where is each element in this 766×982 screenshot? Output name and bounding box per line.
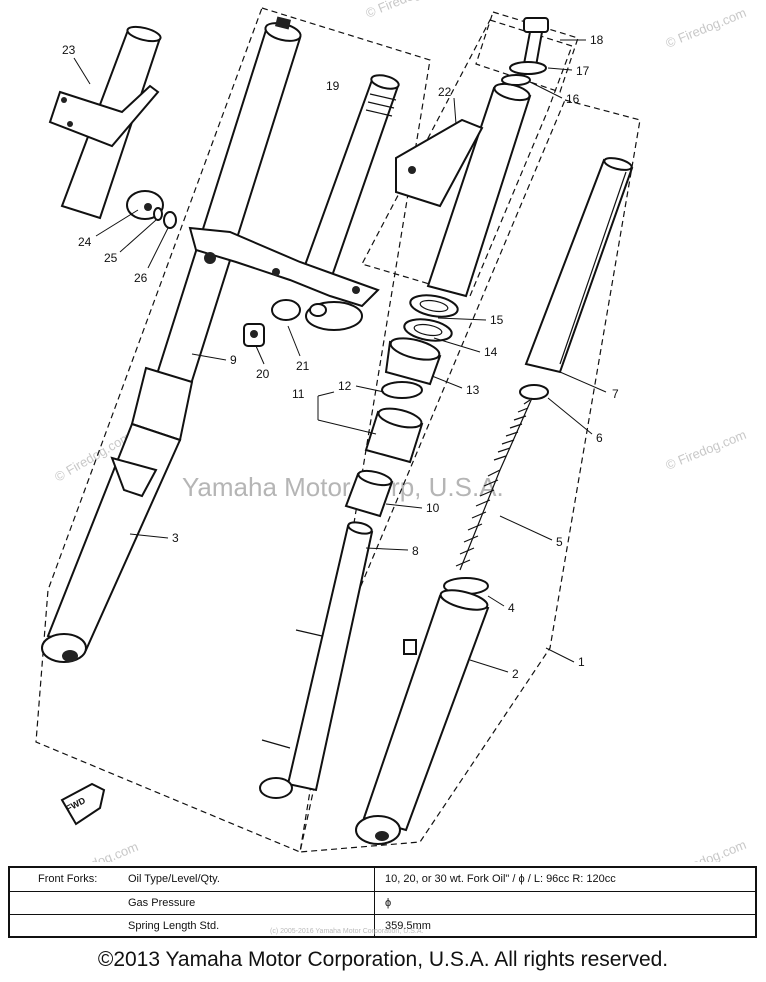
part-20-21-clamp-bolt: [243, 299, 363, 347]
part-number-2: 2: [512, 667, 519, 681]
part-number-4: 4: [508, 601, 515, 615]
watermark-table: (c) 2005-2016 Yamaha Motor Corporation, …: [270, 928, 424, 935]
part-number-19: 19: [326, 79, 340, 93]
part-2-lower-fork-leg: [355, 589, 490, 845]
part-number-13: 13: [466, 383, 480, 397]
part-number-21: 21: [296, 359, 310, 373]
copyright-footer: ©2013 Yamaha Motor Corporation, U.S.A. A…: [97, 948, 669, 971]
part-number-24: 24: [78, 235, 92, 249]
part-number-5: 5: [556, 535, 563, 549]
spec-value-oil: 10, 20, or 30 wt. Fork Oil" / ϕ / L: 96c…: [385, 873, 616, 885]
part-3-lower-fork-leg: [41, 366, 194, 663]
spec-label-gas: Gas Pressure: [128, 897, 196, 909]
part-number-20: 20: [256, 367, 270, 381]
part-number-15: 15: [490, 313, 504, 327]
part-number-17: 17: [576, 64, 590, 78]
part-number-12: 12: [338, 379, 352, 393]
part-number-7: 7: [612, 387, 619, 401]
part-number-23: 23: [62, 43, 76, 57]
part-number-6: 6: [596, 431, 603, 445]
watermark-bottom-right: © Firedog.com: [664, 837, 749, 862]
spec-value-gas: ϕ: [385, 897, 392, 909]
spec-value-spring: 359.5mm: [385, 920, 431, 932]
spec-table: Front Forks: Oil Type/Level/Qty. 10, 20,…: [8, 866, 757, 938]
part-number-18: 18: [590, 33, 604, 47]
assembly-outline-left: [35, 7, 431, 853]
assembly-outline-bolt: [475, 11, 579, 93]
exploded-parts-diagram: © Firedog.com © Firedog.com © Firedog.co…: [35, 0, 749, 862]
part-number-10: 10: [426, 501, 440, 515]
part-under-bracket: [188, 226, 380, 308]
fwd-arrow-icon: FWD: [60, 782, 106, 826]
part-10-bushing: [344, 469, 394, 518]
part-number-11: 11: [292, 387, 305, 401]
spec-row-spring: Spring Length Std. 359.5mm: [10, 914, 755, 938]
assembly-outline-outer-tube: [361, 19, 573, 297]
part-19-inner-tube: [302, 74, 400, 278]
part-number-labels: 1 2 3 4 5 6 7 8 9 10 11 12 13 14 15 16 1…: [62, 33, 619, 681]
part-23-outer-tube-bracket: [48, 25, 162, 220]
part-8-damper-rod: [259, 521, 374, 799]
part-11-12-guide: [364, 381, 424, 464]
part-number-25: 25: [104, 251, 118, 265]
part-number-3: 3: [172, 531, 179, 545]
part-7-outer-sleeve: [524, 157, 634, 374]
spec-row-oil: Front Forks: Oil Type/Level/Qty. 10, 20,…: [10, 868, 755, 891]
part-13-dust-seal: [384, 337, 442, 386]
watermark-top-right: © Firedog.com: [664, 5, 749, 51]
part-number-8: 8: [412, 544, 419, 558]
part-number-14: 14: [484, 345, 498, 359]
watermark-bottom-left: © Firedog.com: [56, 839, 141, 862]
spec-group-label: Front Forks:: [38, 873, 98, 885]
watermark-mid-right: © Firedog.com: [664, 427, 749, 473]
part-22-outer-tube: [395, 82, 532, 298]
part-24-26-washers: [126, 190, 177, 229]
part-number-22: 22: [438, 85, 452, 99]
part-number-9: 9: [230, 353, 237, 367]
part-5-6-springs: [455, 384, 549, 571]
watermark-center: Yamaha Motor Corp, U.S.A.: [182, 472, 504, 502]
watermark-top-center: © Firedog.com: [364, 0, 449, 21]
spec-label-oil: Oil Type/Level/Qty.: [128, 873, 220, 885]
part-14-15-seals: [403, 294, 459, 342]
part-number-1: 1: [578, 655, 585, 669]
part-number-26: 26: [134, 271, 148, 285]
leader-lines: [73, 39, 607, 673]
spec-row-gas: Gas Pressure ϕ: [10, 891, 755, 915]
part-number-16: 16: [566, 92, 580, 106]
part-16-18-bolt-washers: [501, 17, 549, 86]
part-9-inner-tube: [150, 16, 302, 402]
spec-label-spring: Spring Length Std.: [128, 920, 220, 932]
